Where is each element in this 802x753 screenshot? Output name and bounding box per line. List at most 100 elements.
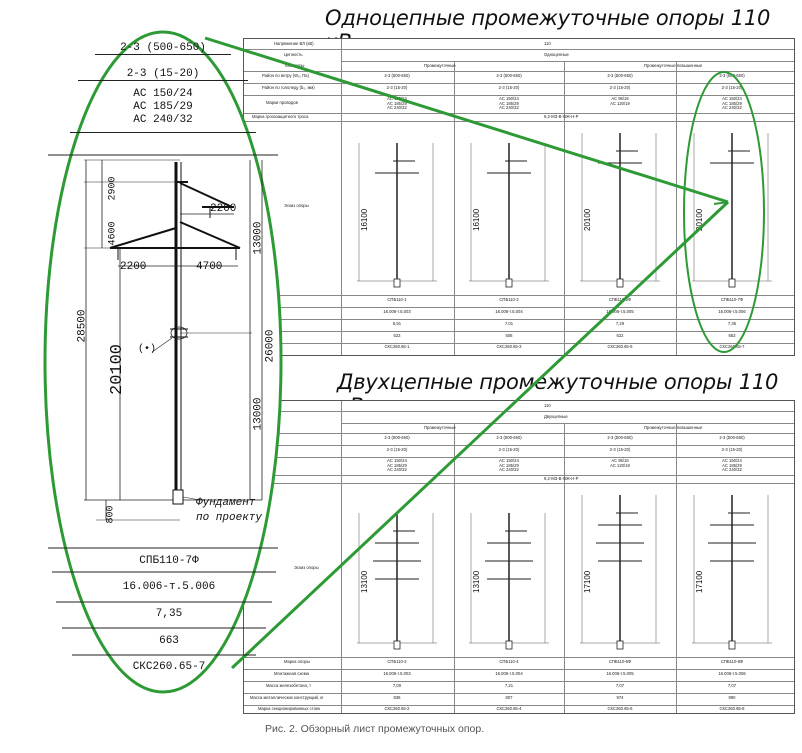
sheet1-height-3: 20100 — [583, 208, 592, 231]
sheet1-sections-4: СКС260.65-7 — [719, 344, 745, 349]
sheet2-height-3: 17100 — [583, 570, 592, 593]
sheet2-pole-sketch-2: 13100 — [469, 513, 549, 650]
type-a-2: Промежуточные — [424, 425, 456, 430]
sheet2-height-2: 13100 — [472, 570, 481, 593]
sheet1-ice-2: 2-3 (15-20) — [498, 85, 520, 90]
wind-label: Район по ветру (W₀, Па) — [262, 73, 309, 78]
sheet2-mass_rc-2: 7,21 — [504, 683, 514, 688]
sheet2-ice-1: 2-3 (15-20) — [386, 447, 408, 452]
sheet2-wires-3: АС 95/16 АС 120/19 — [610, 458, 630, 468]
brand-label-2: Марка опоры — [284, 659, 310, 664]
scheme-label-2: Эскиз опоры — [294, 565, 319, 570]
sheet2-ice-4: 2-3 (15-20) — [721, 447, 743, 452]
sections-label-2: Марка секционированных стоек — [258, 706, 321, 711]
sheet1-pole-sketch-1: 16100 — [357, 143, 437, 288]
mass-metal-label-2: Масса металлических конструкций, кг — [250, 695, 324, 700]
sheet1-ice-1: 2-3 (15-20) — [386, 85, 408, 90]
sheet1-schemes-4: 16.006-т.5.006 — [718, 309, 746, 314]
sheet1-ice-4: 2-3 (15-20) — [721, 85, 743, 90]
sheet1-schemes-1: 16.006-т.5.003 — [383, 309, 411, 314]
sheet1-sections-1: СКС260.65-1 — [384, 344, 410, 349]
sheet1-brands-2: СПБ110-3 — [499, 297, 519, 302]
magnifier-ellipse — [43, 30, 283, 694]
sheet1-height-4: 20100 — [695, 208, 704, 231]
sheet2-schemes-2: 16.006-т.5.004 — [495, 671, 523, 676]
double-circuit-title: Двухцепные промежуточные опоры 110 кВ — [337, 370, 779, 418]
sheet1-ice-3: 2-3 (15-20) — [609, 85, 631, 90]
sheet1-mass_metal-1: 523 — [393, 333, 401, 338]
sheet2-sections-3: СКС260.65-6 — [607, 706, 633, 711]
circuit-label: Цепность — [284, 52, 303, 57]
sheet2-pole-sketch-3: 17100 — [580, 495, 660, 650]
sheet1-wires-3: АС 95/16 АС 120/19 — [610, 96, 630, 106]
sheet1-pole-sketch-2: 16100 — [469, 143, 549, 288]
sheet1-mass_metal-2: 508 — [505, 333, 513, 338]
voltage-value: 110 — [544, 41, 551, 46]
sheet2-brands-2: СПБ110-4 — [499, 659, 519, 664]
sheet2-wires-2: АС 150/24 АС 185/29 АС 240/32 — [499, 458, 519, 473]
type-a: Промежуточные — [424, 63, 456, 68]
ice-label: Район по гололеду (b₀, мм) — [262, 85, 315, 90]
figure-caption: Рис. 2. Обзорный лист промежуточных опор… — [265, 723, 485, 735]
sheet1-wind-4: 2-3 (500-650) — [719, 73, 745, 78]
voltage-label: Напряжение ВЛ (кВ) — [274, 41, 314, 46]
connector-line-bottom — [230, 200, 730, 670]
sheet2-mass_rc-1: 7,00 — [392, 683, 402, 688]
cable-value-2: 9,2-МЗ-В-ОЖ-Н-Р — [544, 476, 579, 481]
sheet2-schemes-3: 16.006-т.5.005 — [606, 671, 634, 676]
sheet2-height-4: 17100 — [695, 570, 704, 593]
sheet1-height-1: 16100 — [360, 208, 369, 231]
sheet2-wires-4: АС 150/24 АС 185/29 АС 240/32 — [722, 458, 742, 473]
sheet2-mass_metal-2: 807 — [505, 695, 513, 700]
cable-value: 9,2-МЗ-В-ОЖ-Н-Р — [544, 114, 579, 119]
sheet1-mass_rc-3: 7,29 — [615, 321, 625, 326]
single-circuit-sheet: Напряжение ВЛ (кВ) 110 Цепность Одноцепн… — [243, 38, 795, 356]
sheet2-mass_rc-3: 7,07 — [615, 683, 625, 688]
scheme-label: Эскиз опоры — [284, 203, 309, 208]
sheet1-mass_metal-4: 663 — [728, 333, 736, 338]
sheet1-sections-2: СКС260.65-3 — [496, 344, 522, 349]
scheme-row-label-2: Монтажная схема — [274, 671, 309, 676]
sheet2-pole-sketch-1: 13100 — [357, 513, 437, 650]
mass-rc-label-2: Масса железобетона, т — [266, 683, 312, 688]
sheet2-sections-2: СКС260.65-4 — [496, 706, 522, 711]
sheet2-brands-4: СПБ110-8Ф — [720, 659, 744, 664]
circuit-value: Одноцепные — [544, 52, 569, 57]
wires-label: Марки проводов — [266, 100, 298, 105]
double-circuit-sheet: 110 Двухцепные Промежуточные Промежуточн… — [243, 400, 795, 714]
sheet2-sections-4: СКС260.65-8 — [719, 706, 745, 711]
voltage-value-2: 110 — [544, 403, 551, 408]
type-b: Промежуточные повышенные — [644, 63, 703, 68]
sheet1-sections-3: СКС260.65-5 — [607, 344, 633, 349]
sheet1-wind-3: 2-3 (500-650) — [607, 73, 633, 78]
sheet2-mass_metal-3: 974 — [616, 695, 624, 700]
sheet2-mass_metal-1: 836 — [393, 695, 401, 700]
sheet2-ice-2: 2-3 (15-20) — [498, 447, 520, 452]
sheet1-mass_rc-4: 7,35 — [727, 321, 737, 326]
sheet1-mass_metal-3: 622 — [616, 333, 624, 338]
sheet2-mass_rc-4: 7,07 — [727, 683, 737, 688]
sheet2-schemes-1: 16.006-т.5.003 — [383, 671, 411, 676]
sheet1-mass_rc-1: 6,91 — [392, 321, 402, 326]
sheet1-wind-2: 2-3 (500-650) — [496, 73, 522, 78]
circuit-value-2: Двухцепные — [544, 414, 568, 419]
sheet1-wind-1: 2-3 (500-650) — [384, 73, 410, 78]
sheet2-sections-1: СКС260.65-2 — [384, 706, 410, 711]
sheet2-schemes-4: 16.006-т.5.006 — [718, 671, 746, 676]
sheet1-brands-4: СПБ110-7Ф — [720, 297, 744, 302]
cable-label: Марка грозозащитного троса — [252, 114, 309, 119]
sheet1-mass_rc-2: 7,01 — [504, 321, 514, 326]
sheet1-pole-sketches: 16100 16100 20100 20100 — [357, 133, 772, 288]
sheet2-ice-3: 2-3 (15-20) — [609, 447, 631, 452]
sheet2-wires-1: АС 150/24 АС 185/29 АС 240/32 — [387, 458, 407, 473]
sheet2-wind-1: 2-3 (500-650) — [384, 435, 410, 440]
type-b-2: Промежуточные повышенные — [644, 425, 703, 430]
sheet1-brands-3: СПБ110-5Ф — [608, 297, 632, 302]
sheet2-pole-sketches: 13100 13100 17100 17100 — [357, 495, 772, 650]
sheet1-wires-4: АС 150/24 АС 185/29 АС 240/32 — [722, 96, 742, 111]
sheet2-brands-1: СПБ110-2 — [387, 659, 407, 664]
sheet1-wires-2: АС 150/24 АС 185/29 АС 240/32 — [499, 96, 519, 111]
sheet1-schemes-2: 16.006-т.5.004 — [495, 309, 523, 314]
sheet1-brands-1: СПБ110-1 — [387, 297, 407, 302]
